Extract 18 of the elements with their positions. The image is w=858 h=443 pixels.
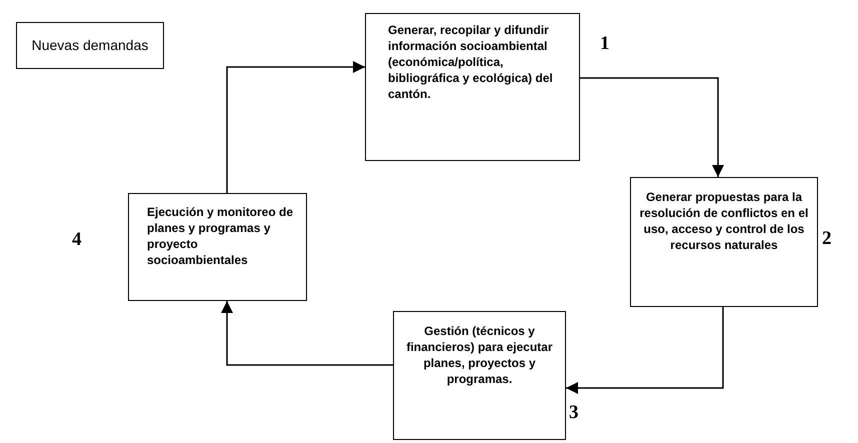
step-number: 4 xyxy=(72,229,82,251)
step-number: 1 xyxy=(600,33,610,55)
step-number: 3 xyxy=(569,402,578,424)
process-box xyxy=(365,13,580,161)
arrow xyxy=(580,77,724,177)
box-text: Nuevas demandas xyxy=(30,37,150,53)
box-text: Ejecución y monitoreo de planes y programas y proyecto socioambientales xyxy=(147,204,294,268)
box-text: Gestión (técnicos y financieros) para ejecutar planes, proyectos y programas. xyxy=(405,323,554,387)
arrow xyxy=(221,301,393,366)
arrow xyxy=(226,61,365,193)
box-text: Generar, recopilar y difundir información socioambiental (económica/política, bibliográfica y ecológica) del cantón. xyxy=(388,22,554,102)
process-box xyxy=(16,22,164,69)
arrow xyxy=(566,307,724,394)
step-number: 2 xyxy=(822,228,832,250)
process-box xyxy=(128,193,307,301)
process-box xyxy=(630,177,818,307)
box-text: Generar propuestas para la resolución de conflictos en el uso, acceso y control de los recursos naturales xyxy=(638,189,810,253)
process-box xyxy=(393,311,566,440)
